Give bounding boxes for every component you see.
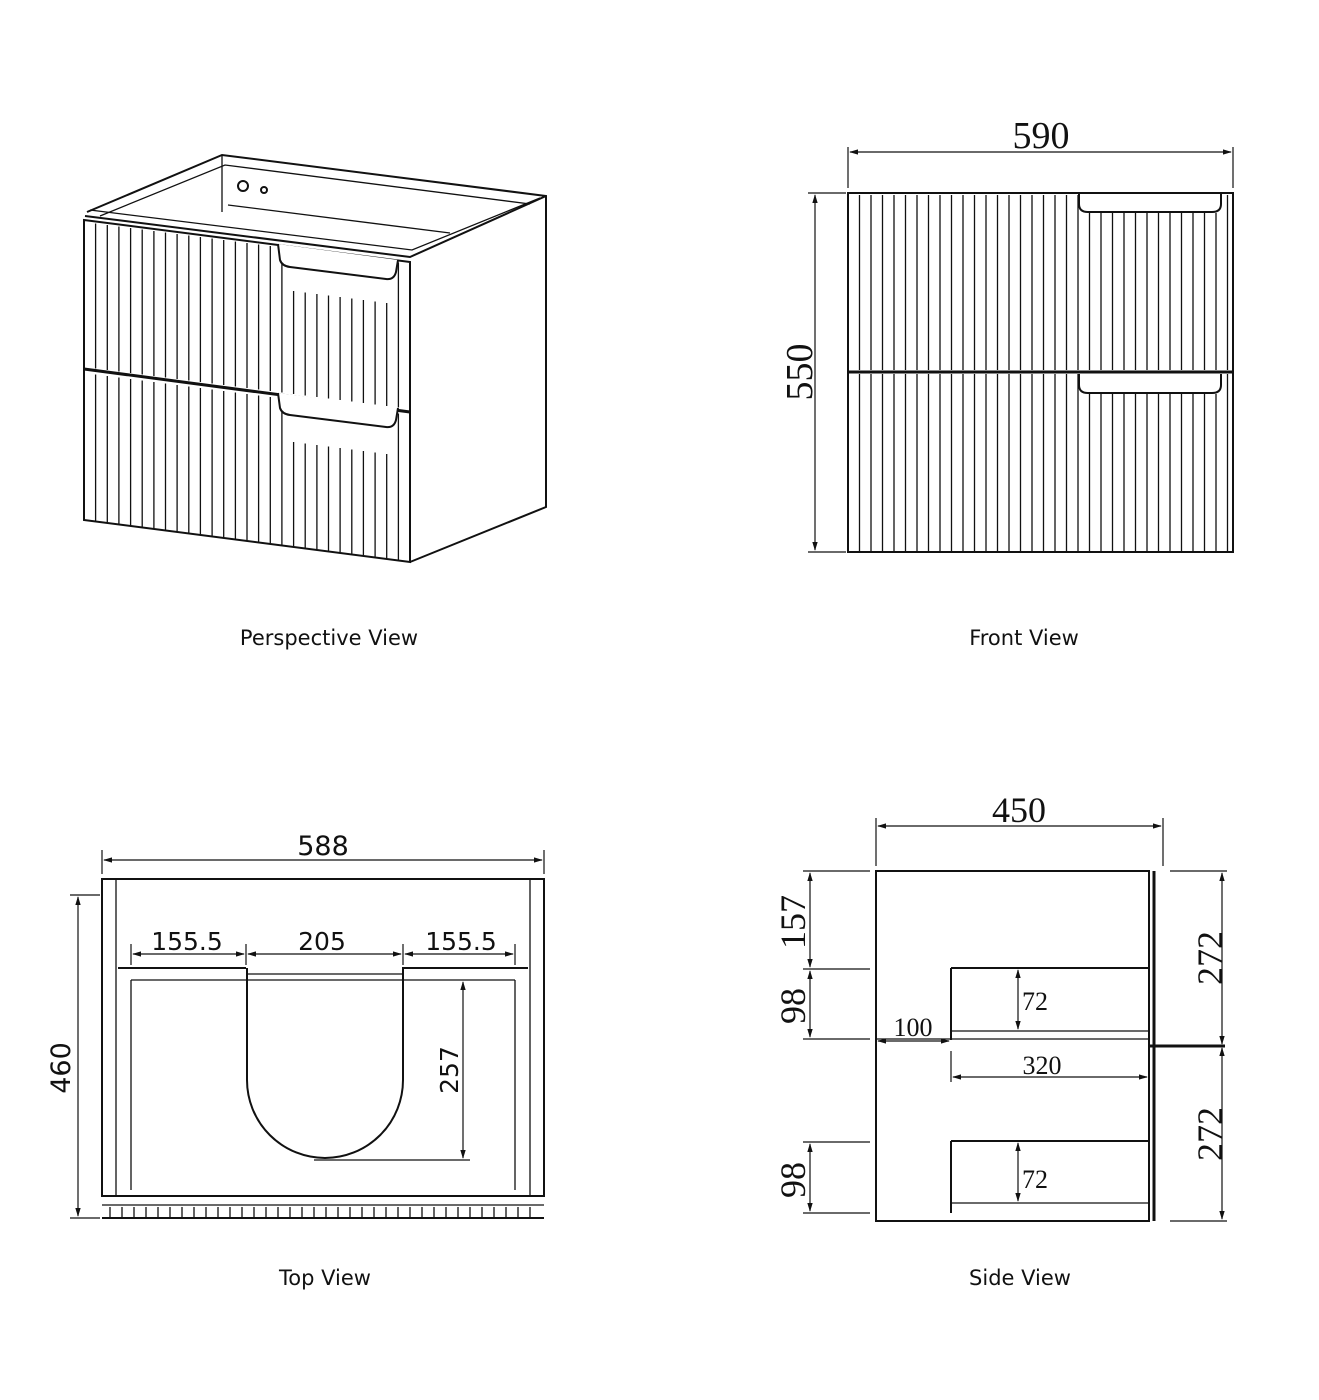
side-upper-drawer-height-label: 98 <box>773 988 813 1024</box>
side-carcass-outline <box>875 870 1150 1222</box>
perspective-view <box>83 153 547 564</box>
upper-handle <box>277 243 399 281</box>
flute-grooves <box>858 195 1229 551</box>
side-lower-inner-label: 72 <box>1022 1165 1048 1194</box>
side-view: 450 157 98 98 272 272 100 <box>773 790 1230 1222</box>
side-lower-drawer-height-label: 98 <box>773 1162 813 1198</box>
side-top-gap-label: 157 <box>773 895 813 949</box>
side-caption: Side View <box>969 1266 1071 1290</box>
plumbing-hole-icon <box>260 186 268 194</box>
front-height-label: 550 <box>779 344 821 401</box>
lower-handle <box>1078 374 1222 394</box>
top-depth-label: 460 <box>46 1042 77 1094</box>
top-view: 588 460 155.5 205 155.5 <box>46 831 545 1219</box>
front-caption: Front View <box>969 626 1079 650</box>
side-drawer-depth-label: 320 <box>1023 1051 1062 1080</box>
top-right-segment-label: 155.5 <box>425 927 497 956</box>
u-cutout <box>246 968 404 1159</box>
side-upper-zone-label: 272 <box>1190 931 1230 985</box>
top-middle-segment-label: 205 <box>298 927 346 956</box>
top-left-segment-label: 155.5 <box>151 927 223 956</box>
flute-grooves <box>94 223 400 560</box>
front-view: 590 550 <box>779 115 1234 553</box>
perspective-caption: Perspective View <box>240 626 418 650</box>
front-width-label: 590 <box>1013 115 1070 157</box>
plumbing-hole-icon <box>237 180 249 192</box>
top-caption: Top View <box>278 1266 371 1290</box>
side-inset-label: 100 <box>894 1013 933 1042</box>
top-width-label: 588 <box>297 831 349 862</box>
side-panel <box>409 196 547 563</box>
upper-handle <box>1078 194 1222 213</box>
side-lower-zone-label: 272 <box>1190 1107 1230 1161</box>
top-cutout-depth-label: 257 <box>435 1046 464 1094</box>
lower-handle <box>277 392 399 429</box>
side-upper-inner-label: 72 <box>1022 987 1048 1016</box>
side-depth-label: 450 <box>992 790 1046 830</box>
